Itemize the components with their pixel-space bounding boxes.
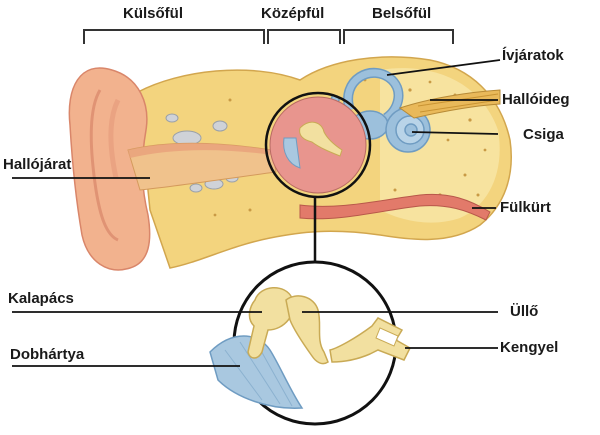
small-ossicles bbox=[299, 121, 343, 157]
label-stapes: Kengyel bbox=[500, 339, 559, 356]
section-label-outer-ear: Külsőfül bbox=[123, 5, 183, 22]
section-brackets bbox=[83, 29, 454, 44]
middle-ear-outline bbox=[264, 91, 372, 199]
pinna-inner bbox=[108, 98, 121, 179]
label-eustachian-tube: Fülkürt bbox=[500, 199, 551, 216]
leader-cochlea bbox=[411, 131, 499, 135]
cochlea-inner bbox=[404, 123, 418, 137]
malleus-large bbox=[247, 287, 295, 359]
label-ear-canal: Hallójárat bbox=[3, 156, 72, 173]
ear-canal-skin bbox=[128, 143, 272, 158]
bracket-middle-ear bbox=[267, 29, 341, 44]
leader-lines bbox=[12, 59, 501, 367]
middle-ear-zoom-source bbox=[264, 91, 372, 199]
eardrum-large bbox=[209, 335, 304, 409]
leader-semicircular-canals bbox=[386, 59, 501, 76]
label-auditory-nerve: Hallóideg bbox=[502, 91, 570, 108]
bracket-inner-ear bbox=[343, 29, 454, 44]
pinna-shape bbox=[68, 67, 151, 271]
canal-loop-1-fill bbox=[344, 69, 403, 121]
label-cochlea: Csiga bbox=[523, 126, 564, 143]
label-semicircular-canals: Ívjáratok bbox=[502, 47, 564, 64]
pinna bbox=[68, 67, 151, 271]
small-eardrum bbox=[283, 137, 301, 169]
stapes-footplate-hole bbox=[375, 327, 399, 347]
section-label-inner-ear: Belsőfül bbox=[372, 5, 432, 22]
label-malleus: Kalapács bbox=[8, 290, 74, 307]
section-label-middle-ear: Középfül bbox=[261, 5, 325, 22]
eustachian-tube-shape bbox=[299, 193, 491, 221]
bracket-outer-ear bbox=[83, 29, 265, 44]
label-eardrum: Dobhártya bbox=[10, 346, 85, 363]
label-incus: Üllő bbox=[510, 303, 539, 320]
pinna-fold bbox=[89, 89, 119, 242]
magnified-middle-ear bbox=[209, 260, 411, 426]
